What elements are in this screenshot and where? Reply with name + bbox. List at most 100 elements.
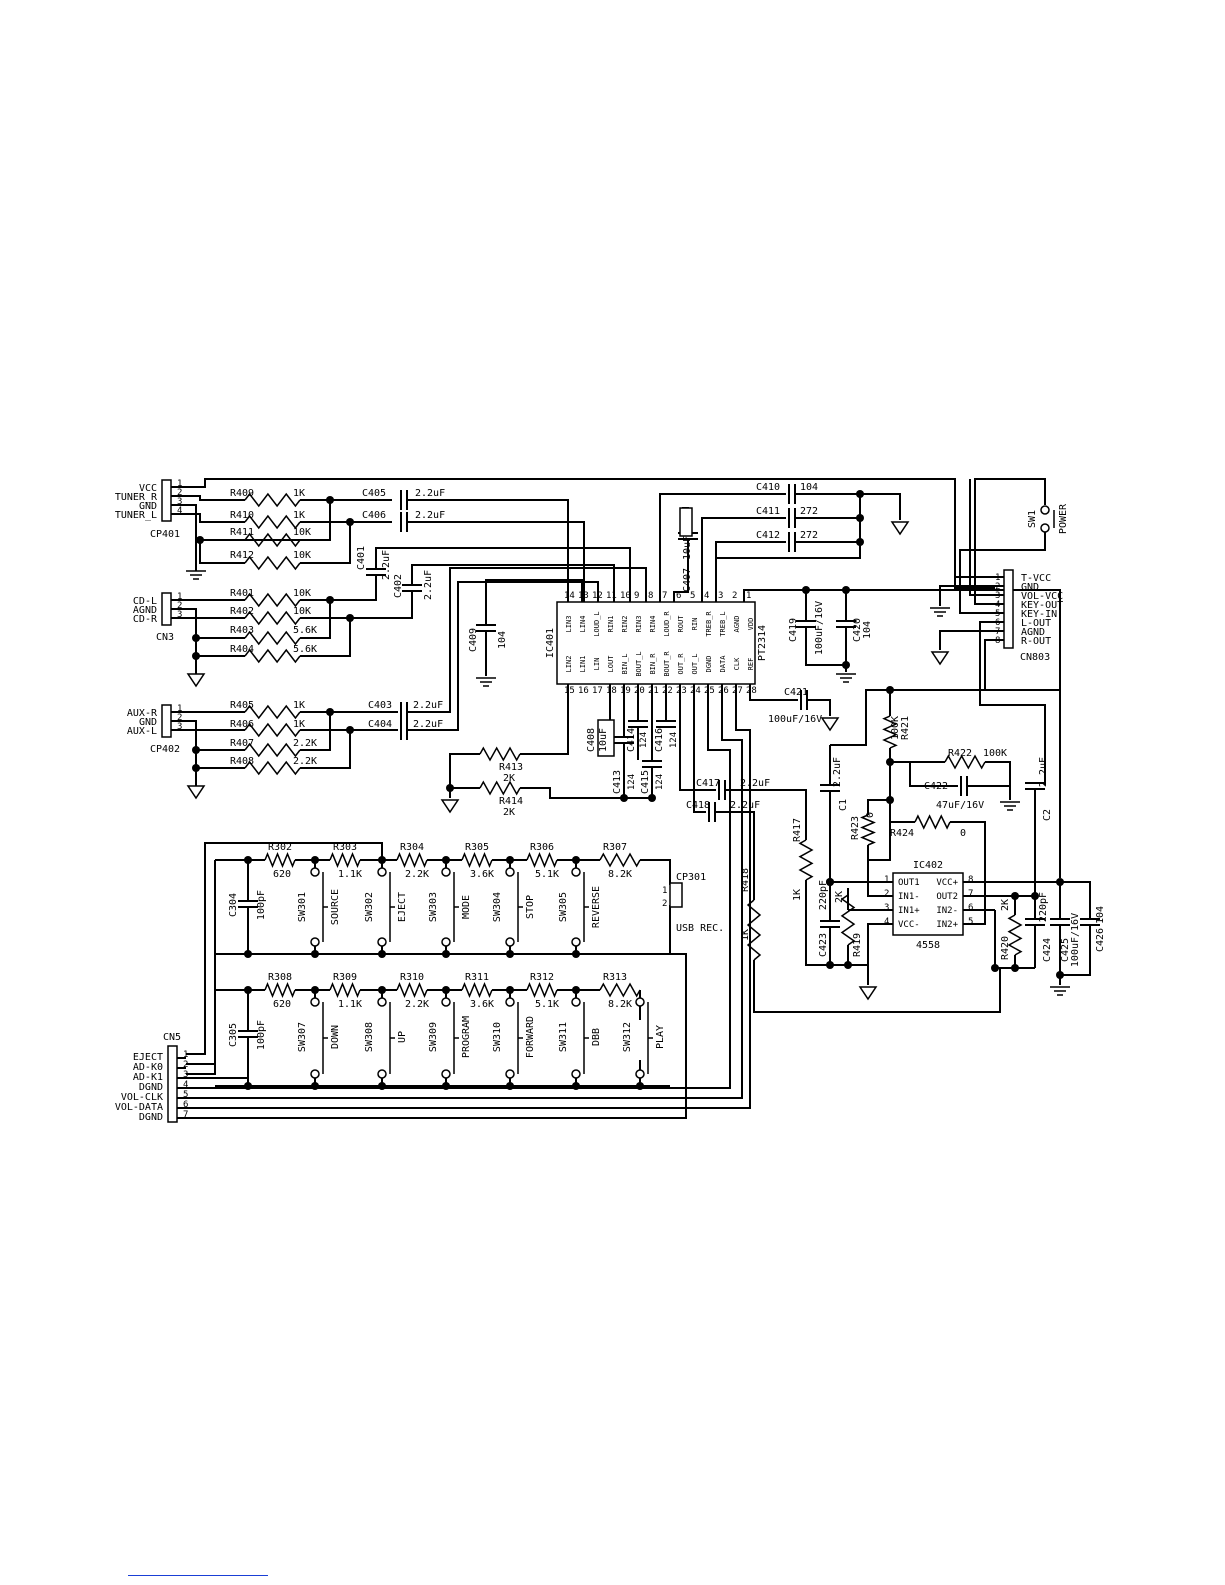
resistor-ref: R403 [230, 625, 254, 636]
capacitor-c1 [820, 784, 840, 792]
cn803-pin-num: 7 [995, 627, 1000, 637]
resistor-ref: R423 [850, 816, 861, 840]
key-row2-resistor [461, 982, 493, 998]
capacitor-val: 272 [800, 506, 818, 517]
wire [171, 495, 245, 501]
capacitor-val: 104 [497, 631, 508, 649]
capacitor-ref: C404 [368, 719, 392, 730]
ic401-pin-num: 13 [578, 591, 589, 601]
capacitor-c402 [402, 584, 422, 592]
wire [300, 618, 351, 657]
ic402-pin-num: 7 [968, 889, 973, 899]
junction-dot [826, 878, 834, 886]
junction-dot [842, 661, 850, 669]
capacitor-val: 2.2uF [730, 800, 760, 811]
resistor-val: 1K [293, 700, 305, 711]
wire [300, 522, 351, 564]
resistor-r423 [860, 814, 876, 846]
ic402-pin-name: OUT1 [898, 878, 920, 888]
capacitor-c426 [1080, 918, 1100, 926]
ic402-pin-num: 2 [884, 889, 889, 899]
resistor-ref: R411 [230, 527, 254, 538]
cp402-pin-label: GND [139, 717, 157, 728]
capacitor-ref: C419 [788, 618, 799, 642]
resistor-val: 100K [890, 716, 901, 740]
key-resistor-val: 8.2K [608, 869, 632, 880]
capacitor-ref: C422 [924, 781, 948, 792]
resistor-val: 10K [293, 550, 311, 561]
ic401-pin-name: RIN [691, 618, 699, 631]
cn5-ref: CN5 [163, 1032, 181, 1043]
cn5-pin-label: AD-K1 [133, 1072, 163, 1083]
capacitor-ref: C412 [756, 530, 780, 541]
ic401-pin-num: 9 [634, 591, 639, 601]
components [161, 479, 1100, 1123]
capacitor-c419 [796, 620, 816, 628]
ic401-pin-name: DATA [719, 655, 727, 673]
resistor-val: 1K [293, 510, 305, 521]
resistor-ref: R424 [890, 828, 914, 839]
ic401-pin-name: CLK [733, 657, 741, 670]
resistor-r424 [914, 814, 951, 830]
capacitor-c415 [642, 760, 662, 768]
key-row1-resistor [264, 852, 296, 868]
resistor-ref: R417 [792, 818, 803, 842]
wire [984, 639, 1060, 691]
cn5-pin-label: AD-K0 [133, 1062, 163, 1073]
capacitor-val: 100uF/16V [1070, 913, 1081, 967]
resistor-r419 [840, 894, 856, 946]
ic401-pin-num: 2 [732, 591, 737, 601]
resistor-val: 0 [865, 812, 876, 818]
junction-dot [1056, 971, 1064, 979]
sw1-ref: SW1 [1027, 510, 1038, 528]
switch-sw304 [505, 860, 523, 954]
capacitor-ref: C415 [640, 770, 651, 794]
resistor-r403 [244, 630, 301, 646]
ic402-ref: IC402 [913, 860, 943, 871]
ic401-pin-name: ROUT [677, 615, 685, 633]
key-row1-resistor [599, 852, 641, 868]
resistor-val: 1K [293, 488, 305, 499]
cn5-pin-num: 1 [183, 1050, 188, 1060]
cp401-ref: CP401 [150, 529, 180, 540]
cn803-pin-num: 5 [995, 609, 1000, 619]
key-row1-resistor [396, 852, 428, 868]
wire [805, 880, 830, 966]
wire [407, 567, 647, 713]
cp301-label: USB REC. [676, 923, 724, 934]
switch-label: MODE [461, 895, 472, 919]
switch-label: PLAY [655, 1025, 666, 1049]
ic402-pin-num: 5 [968, 917, 973, 927]
cn5-pin-label: DGND [139, 1112, 163, 1123]
ic401-part: PT2314 [757, 625, 768, 661]
resistor-val: 1K [740, 929, 751, 941]
key-row2-resistor [526, 982, 558, 998]
resistor-r411 [244, 532, 301, 548]
wire [979, 621, 1046, 785]
wire [186, 684, 743, 1099]
resistor-val: 10K [293, 606, 311, 617]
cp402-pin-num: 3 [177, 722, 182, 732]
ic401-pin-num: 21 [648, 686, 659, 696]
key-resistor-val: 2.2K [405, 869, 429, 880]
resistor-ref: R405 [230, 700, 254, 711]
cp401-connector [161, 479, 172, 522]
switch-ref: SW309 [428, 1022, 439, 1052]
wire [716, 494, 861, 559]
cn5-pin-num: 5 [183, 1090, 188, 1100]
wire [860, 493, 901, 520]
junction-dot [192, 746, 200, 754]
capacitor-ref: C305 [228, 1023, 239, 1047]
ic401-pin-num: 11 [606, 591, 617, 601]
footer-link-underline[interactable] [128, 1575, 268, 1576]
cp401-pin-num: 1 [177, 479, 182, 489]
wire [715, 541, 786, 602]
key-resistor-val: 3.6K [470, 869, 494, 880]
cn803-pin-label: KEY-IN [1021, 609, 1057, 620]
capacitor-val: 2.2uF [413, 700, 443, 711]
ic401-pin-name: RIN1 [607, 616, 615, 633]
cn5-pin-num: 3 [183, 1070, 188, 1080]
capacitor-ref: C408 [586, 728, 597, 752]
resistor-r418 [746, 899, 762, 961]
wire [186, 990, 216, 1075]
